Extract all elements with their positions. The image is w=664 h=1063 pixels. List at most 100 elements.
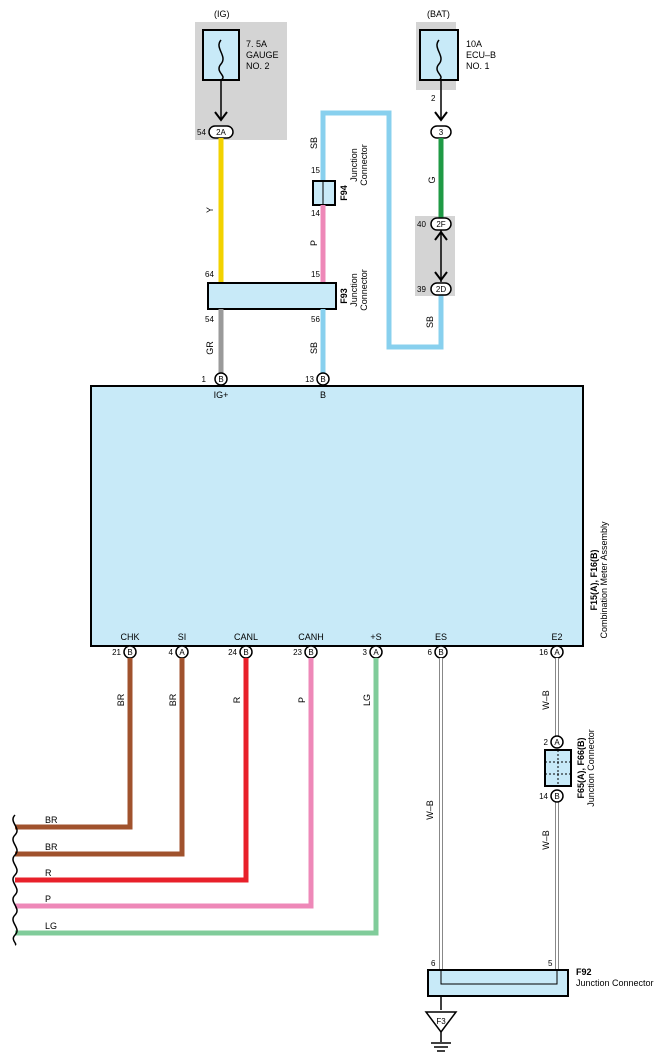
f65-name: Junction Connector [586,729,596,807]
f65-pin-bottom: 14 [539,792,548,801]
meter-bottom-pin: B 21 CHK [112,632,140,659]
wire-p-label: P [297,697,307,703]
output-label: P [45,894,51,904]
f65-conn-top: A [554,738,560,747]
svg-text:B: B [218,375,223,384]
svg-text:ES: ES [435,632,447,642]
wire-sb-top-label: SB [309,137,319,149]
meter-name: Combination Meter Assembly [599,521,609,639]
f93-pin-tl: 64 [205,270,214,279]
wire-p-mid-label: P [309,240,319,246]
f93-pin-bl: 54 [205,315,214,324]
svg-text:B: B [308,648,313,657]
bat-fuse-pin: 2 [431,94,436,103]
bat-arrow-icon [434,111,448,122]
ig-fuse-name1: GAUGE [246,50,279,60]
f92-id: F92 [576,967,592,977]
meter-top-pin: B 13 B [305,372,330,400]
bat-fuse-rating: 10A [466,39,482,49]
wire-sb-right-label: SB [425,316,435,328]
svg-text:B: B [127,648,132,657]
ig-source-label: (IG) [214,9,230,19]
f65-id: F65(A), F66(B) [576,737,586,798]
ig-arrow-icon [214,111,228,122]
f94-junction [312,180,336,206]
f94-pin-bottom: 14 [311,209,320,218]
bat-source-label: (BAT) [427,9,450,19]
wire-br2-label: BR [168,693,178,706]
wire-p-canh [15,658,314,909]
bat-connector-label: 3 [439,128,444,137]
svg-text:A: A [373,648,379,657]
svg-text:1: 1 [202,375,207,384]
svg-text:+S: +S [370,632,381,642]
f92-pin-left: 6 [431,959,436,968]
bat-fuse-box [419,29,459,81]
wire-wb2-label: W–B [541,690,551,710]
wire-y-label: Y [205,207,215,213]
f94-pin-top: 15 [311,166,320,175]
f94-name2: Connector [359,144,369,186]
svg-text:IG+: IG+ [214,390,229,400]
f92-name: Junction Connector [576,978,654,988]
svg-text:B: B [320,375,325,384]
f65-conn-bottom: B [554,792,559,801]
svg-text:B: B [243,648,248,657]
svg-text:6: 6 [428,648,433,657]
wire-wb3-label: W–B [541,830,551,850]
inline-pin-bottom: 39 [417,285,426,294]
f94-name1: Junction [349,148,359,182]
inline-pin-top: 40 [417,220,426,229]
wire-gr-label: GR [205,341,215,355]
ig-fuse-rating: 7. 5A [246,39,267,49]
svg-text:21: 21 [112,648,121,657]
svg-text:CHK: CHK [120,632,139,642]
wire-br-chk [15,658,133,830]
wire-br1-label: BR [116,693,126,706]
f92-pin-right: 5 [548,959,553,968]
inline-connector-bottom [430,282,452,296]
f93-id: F93 [339,288,349,304]
wire-sb-left-label: SB [309,342,319,354]
wire-sb-loop [320,110,444,350]
meter-top-pin: B 1 IG+ [202,372,229,400]
wire-wb1-label: W–B [425,800,435,820]
ground-id: F3 [436,1017,446,1026]
f93-junction [207,282,337,310]
svg-text:3: 3 [363,648,368,657]
inline-conn-top-label: 2F [436,220,445,229]
svg-text:4: 4 [169,648,174,657]
wire-r-canl [15,658,249,883]
wire-lg-label: LG [362,694,372,706]
svg-text:13: 13 [305,375,314,384]
ig-pin-number: 54 [197,128,206,137]
bat-fuse-name1: ECU–B [466,50,496,60]
f94-id: F94 [339,185,349,201]
svg-text:A: A [179,648,185,657]
f93-name1: Junction [349,273,359,307]
svg-text:E2: E2 [551,632,562,642]
svg-text:CANL: CANL [234,632,258,642]
ground-icon [431,1042,451,1052]
bat-fuse-icon [436,39,442,81]
f93-name2: Connector [359,269,369,311]
break-line-icon [12,814,18,946]
svg-text:CANH: CANH [298,632,324,642]
svg-text:SI: SI [178,632,187,642]
output-label: LG [45,921,57,931]
svg-text:24: 24 [228,648,237,657]
wire-g-label: G [427,176,437,183]
wire-br-si [15,658,185,857]
combination-meter [90,385,584,647]
inline-arrow-down-icon [434,271,448,282]
svg-text:B: B [320,390,326,400]
svg-text:16: 16 [539,648,548,657]
ig-connector-label: 2A [216,128,226,137]
f92-junction [427,969,569,997]
f65-pin-bottom-connector [550,789,564,803]
wire-lg-s [15,658,379,936]
f65-pin-top-connector [550,735,564,749]
f65-pin-top: 2 [544,738,549,747]
wire-r-label: R [232,696,242,703]
